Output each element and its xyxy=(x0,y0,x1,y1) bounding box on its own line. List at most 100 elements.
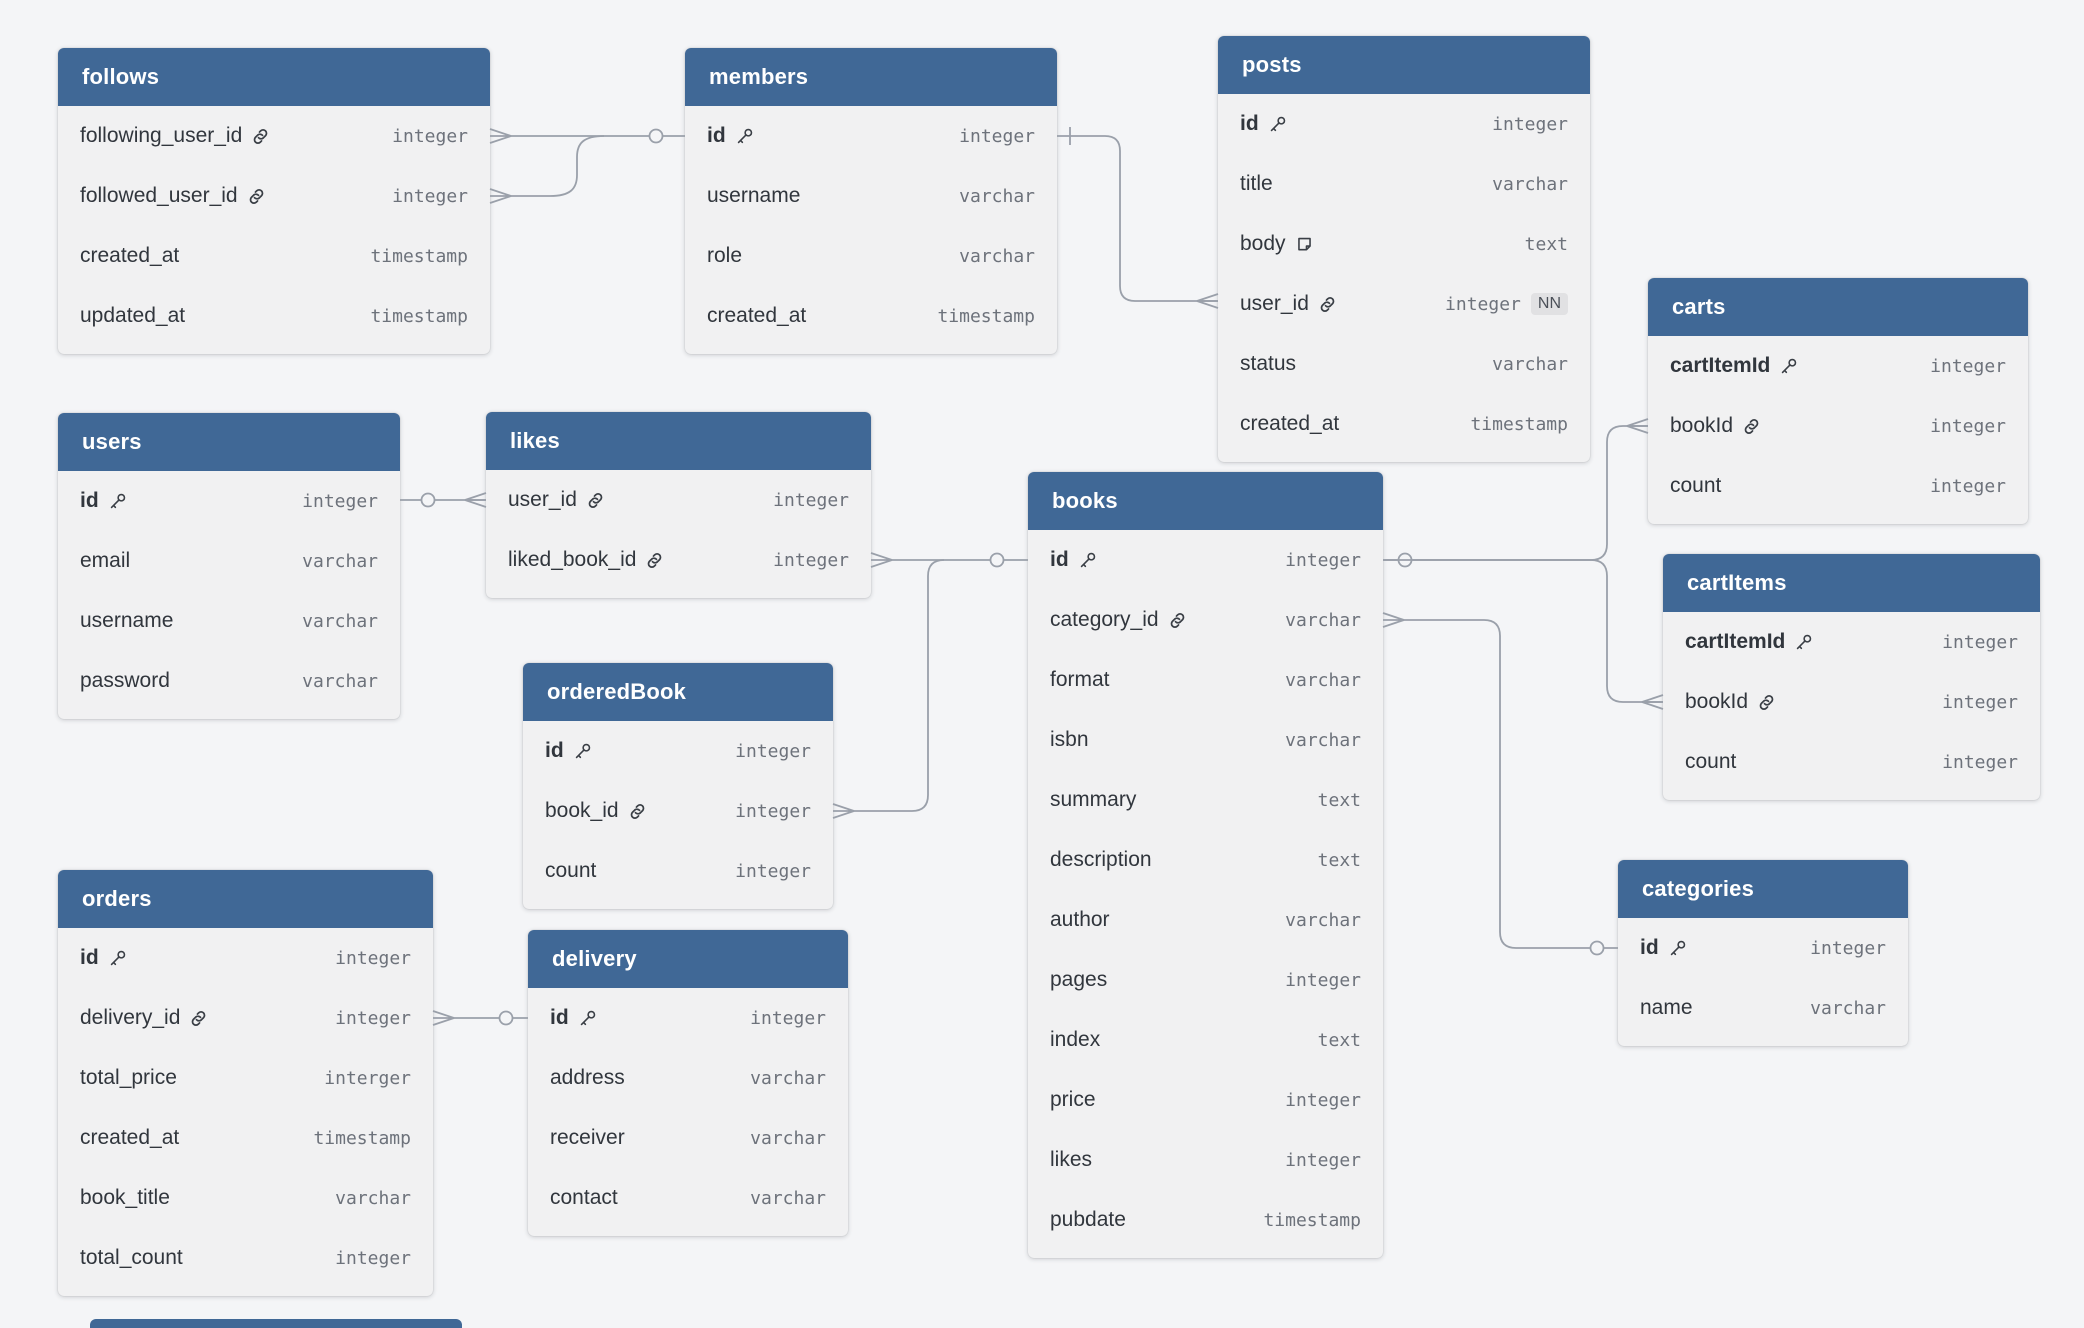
table-header[interactable]: cartItems xyxy=(1663,554,2040,612)
table-header[interactable]: likes xyxy=(486,412,871,470)
field-type: integer xyxy=(750,1007,826,1029)
table-header[interactable]: orders xyxy=(58,870,433,928)
field-name: total_count xyxy=(80,1246,183,1269)
relationship-books-cartitems xyxy=(1383,559,1664,710)
field-type: varchar xyxy=(1810,997,1886,1019)
field-name: pages xyxy=(1050,968,1108,991)
table-header[interactable]: orderedBook xyxy=(523,663,833,721)
field-type: integer xyxy=(335,1007,411,1029)
field-name: receiver xyxy=(550,1126,625,1149)
field-name: contact xyxy=(550,1186,618,1209)
field-type: varchar xyxy=(1285,609,1361,631)
field-type: varchar xyxy=(1285,669,1361,691)
table-header[interactable]: categories xyxy=(1618,860,1908,918)
table-title: users xyxy=(82,429,142,454)
field-name: format xyxy=(1050,668,1110,691)
table-partial-header[interactable] xyxy=(90,1319,462,1328)
field-row[interactable]: format varchar xyxy=(1028,650,1383,710)
field-name: delivery_id xyxy=(80,1006,181,1029)
field-type: varchar xyxy=(750,1067,826,1089)
table-header[interactable]: follows xyxy=(58,48,490,106)
field-type: varchar xyxy=(302,670,378,692)
field-row[interactable]: delivery_id integer xyxy=(58,988,433,1048)
field-name: id xyxy=(1050,548,1069,571)
field-name: created_at xyxy=(1240,412,1340,435)
field-name: name xyxy=(1640,996,1693,1019)
relationship-orders-delivery xyxy=(432,1010,528,1026)
field-type: integer xyxy=(1930,415,2006,437)
table-header[interactable]: delivery xyxy=(528,930,848,988)
table-header[interactable]: carts xyxy=(1648,278,2028,336)
table-header[interactable]: books xyxy=(1028,472,1383,530)
field-row[interactable]: name varchar xyxy=(1618,978,1908,1038)
field-name: role xyxy=(707,244,743,267)
table-header[interactable]: members xyxy=(685,48,1057,106)
field-name: id xyxy=(707,124,726,147)
relationship-follows-following-members xyxy=(489,128,685,144)
field-type: integer xyxy=(735,800,811,822)
field-name: summary xyxy=(1050,788,1137,811)
table-header[interactable]: users xyxy=(58,413,400,471)
table-title: books xyxy=(1052,488,1118,513)
field-name: count xyxy=(545,859,597,882)
table-header[interactable]: posts xyxy=(1218,36,1590,94)
field-name: user_id xyxy=(1240,292,1309,315)
link-icon xyxy=(645,551,664,570)
